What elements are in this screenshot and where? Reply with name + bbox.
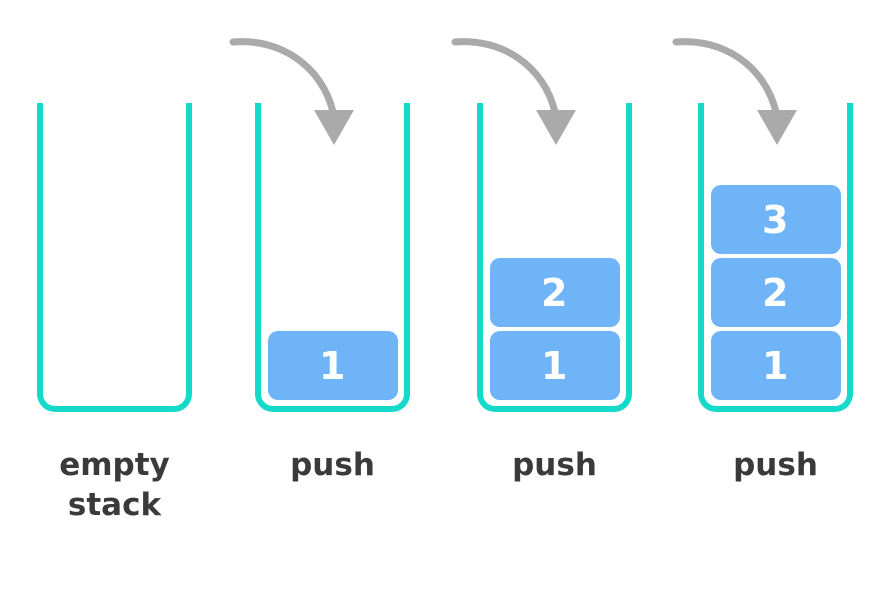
stack-caption: empty stack (59, 447, 170, 523)
stack-caption: push (733, 447, 818, 483)
stack-container (255, 103, 410, 412)
stack-container (477, 103, 632, 412)
stack-2: 1 push (229, 0, 410, 590)
stack-1: empty stack (37, 0, 192, 590)
stack-container (37, 103, 192, 412)
stack-item: 1 (267, 331, 398, 400)
stack-item: 1 (710, 331, 841, 400)
stack-item: 1 (489, 331, 620, 400)
stack-container (698, 103, 853, 412)
stack-caption: push (290, 447, 375, 483)
stack-item: 3 (710, 185, 841, 254)
stack-items: 1 (255, 103, 410, 412)
stack-caption: push (512, 447, 597, 483)
stack-items (37, 103, 192, 412)
stack-item: 2 (710, 258, 841, 327)
stack-item: 2 (489, 258, 620, 327)
